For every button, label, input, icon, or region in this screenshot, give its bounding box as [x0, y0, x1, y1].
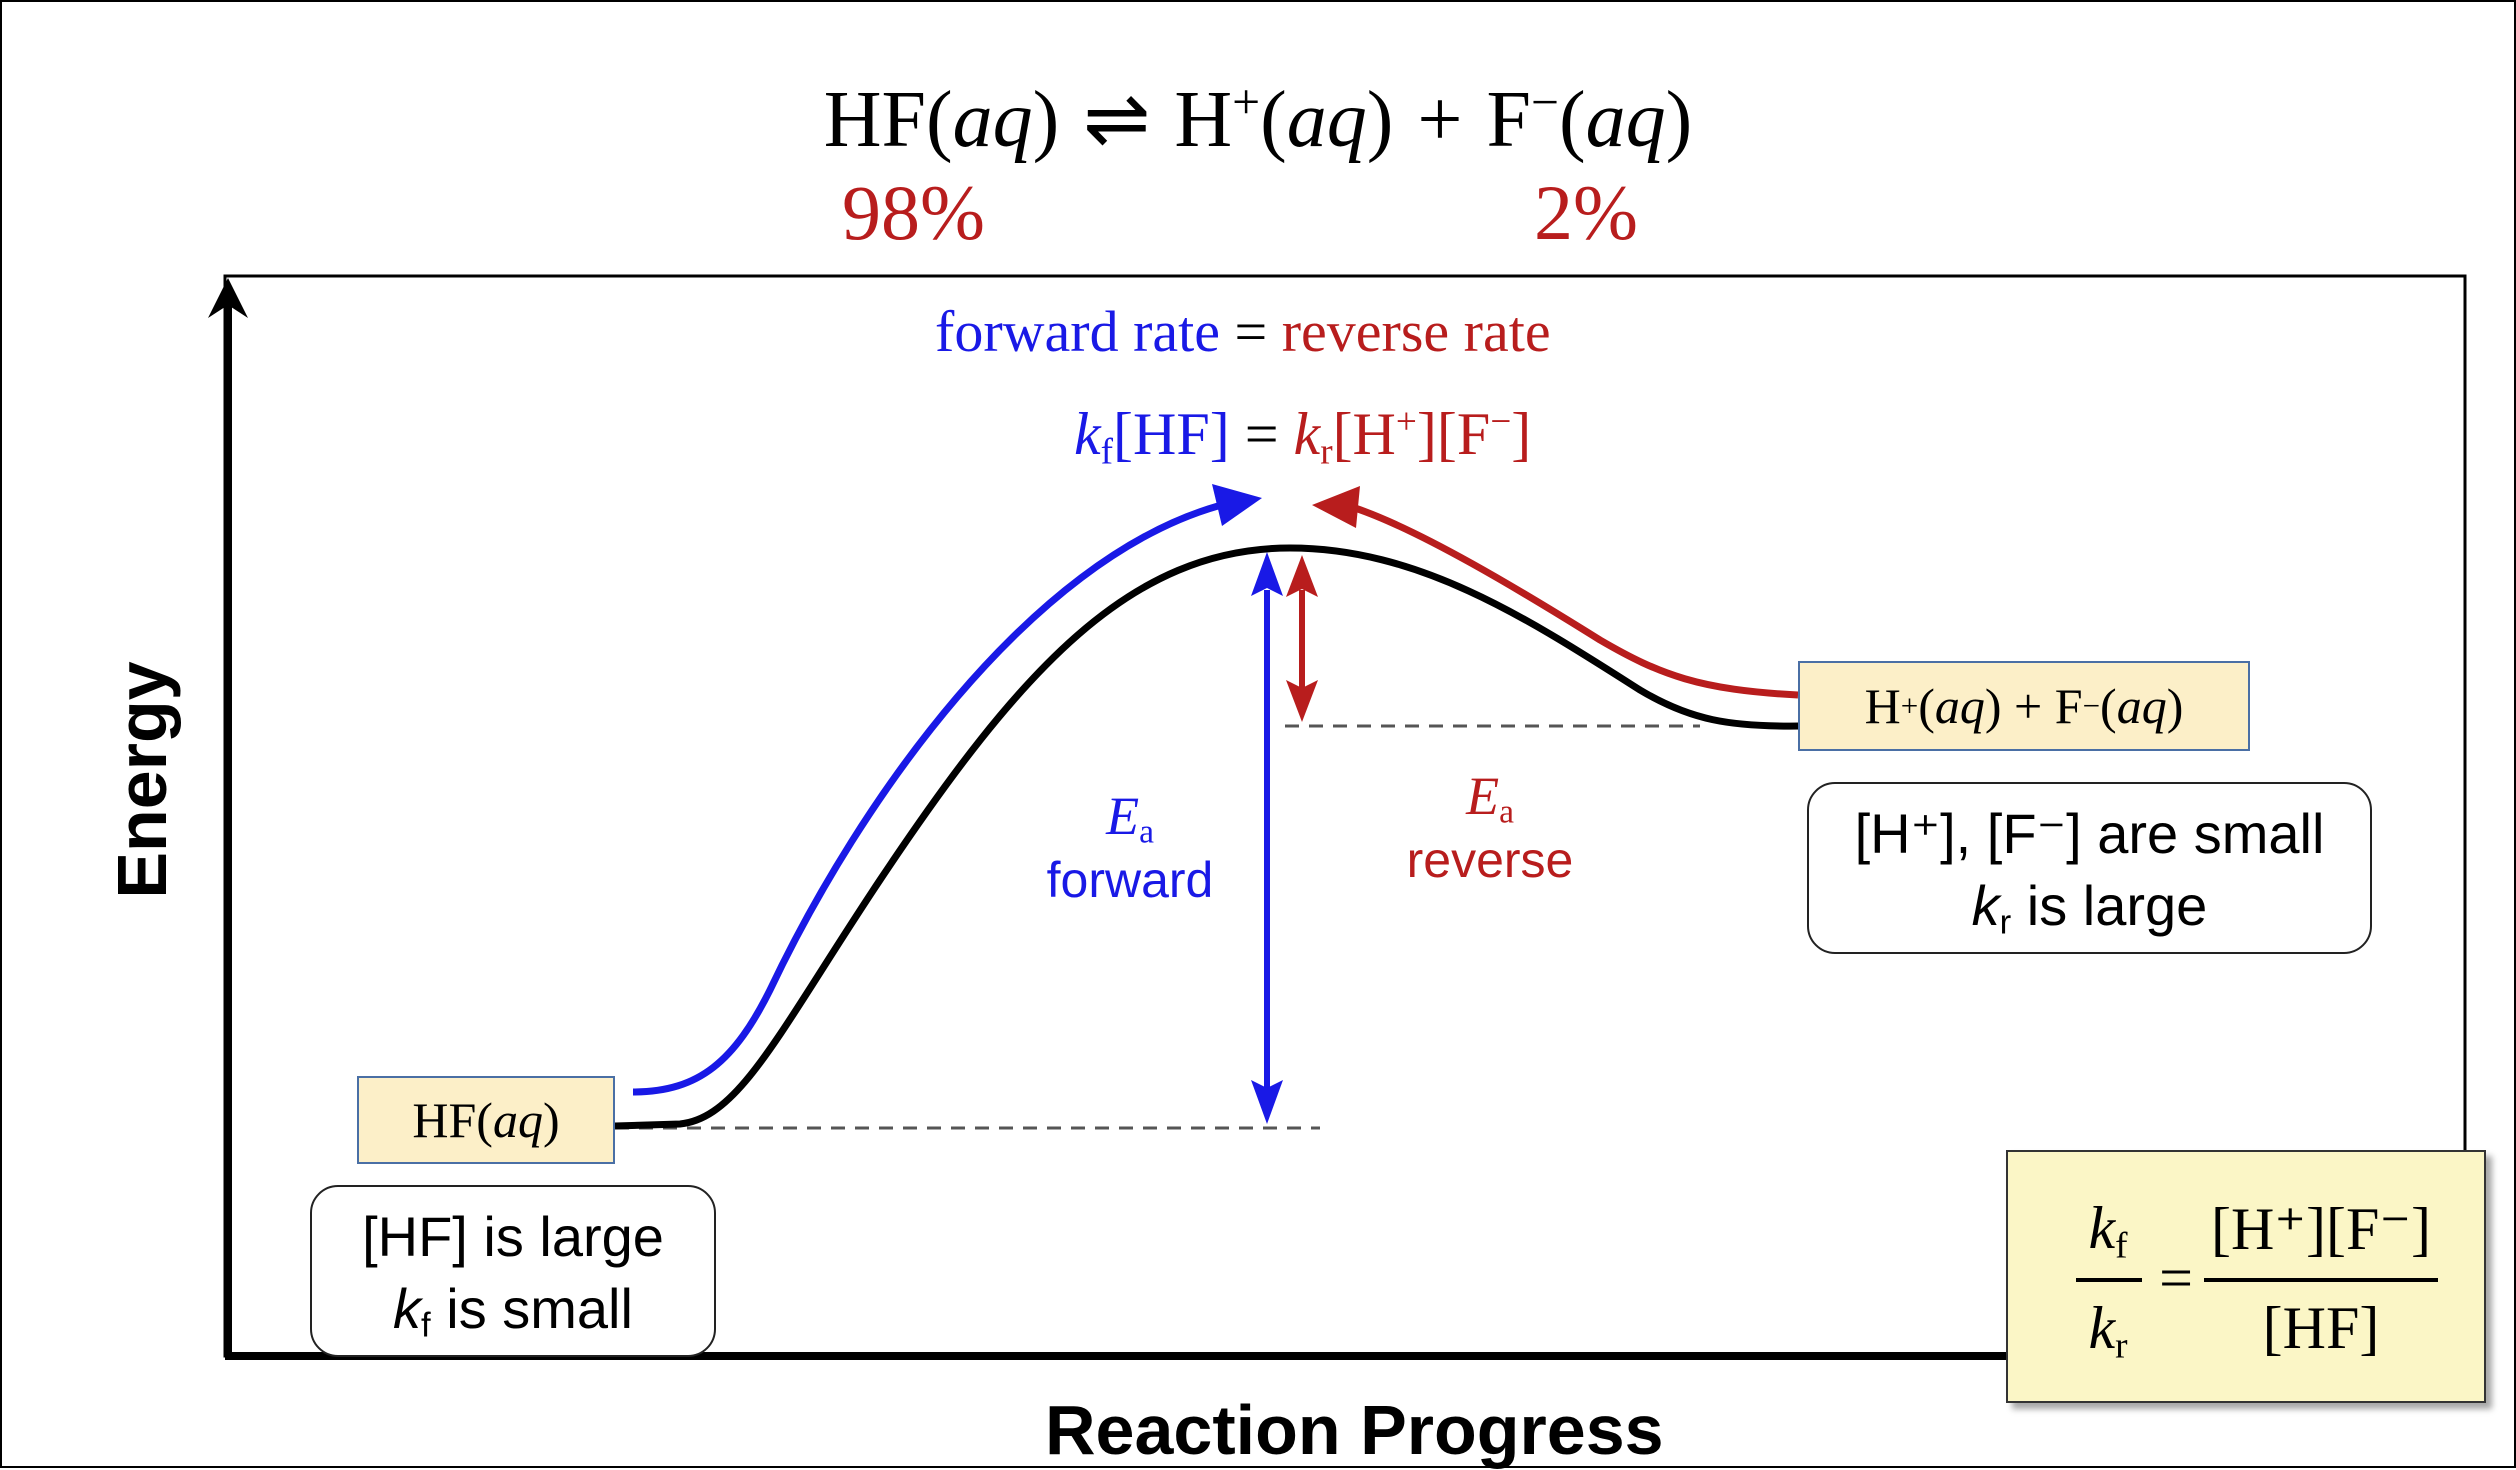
reaction-equation: HF(aq)⇌H+(aq)+F−(aq)	[823, 74, 1693, 164]
ea-forward-arrowhead-bottom	[1251, 1080, 1283, 1124]
rate-equality-expression: kf[HF] = kr[H+][F−]	[1074, 401, 1532, 473]
forward-curved-arrowhead	[1212, 484, 1262, 526]
product-percentage: 2%	[1534, 169, 1638, 256]
ratio-kr: kr	[2088, 1295, 2128, 1367]
reactant-percentage: 98%	[842, 169, 985, 256]
x-axis-label: Reaction Progress	[1045, 1391, 1664, 1469]
ea-forward-arrowhead-top	[1251, 552, 1283, 596]
reactant-species-box: HF(aq)	[357, 1076, 615, 1164]
rate-equality-words: forward rate = reverse rate	[935, 299, 1551, 364]
ea-reverse-arrowhead-top	[1286, 555, 1318, 597]
ratio-kf: kf	[2088, 1195, 2128, 1267]
ratio-right-fraction-line	[2204, 1278, 2438, 1282]
y-axis-arrowhead	[208, 278, 248, 318]
ratio-products-concentration: [H⁺][F⁻]	[2211, 1196, 2431, 1262]
energy-curve	[614, 544, 1801, 1130]
ratio-equals: =	[2159, 1245, 2193, 1311]
ratio-reactant-concentration: [HF]	[2262, 1295, 2380, 1361]
ratio-left-fraction-line	[2076, 1278, 2142, 1282]
forward-curved-arrow	[632, 502, 1219, 1096]
product-species-box: H+(aq) + F−(aq)	[1798, 661, 2250, 751]
reverse-curved-arrow	[1353, 504, 1799, 699]
equilibrium-ratio-box: kf kr = [H⁺][F⁻] [HF]	[2006, 1150, 2486, 1403]
reverse-curved-arrowhead	[1312, 486, 1360, 528]
y-axis-label: Energy	[103, 661, 181, 899]
ea-reverse-arrowhead-bottom	[1286, 680, 1318, 722]
